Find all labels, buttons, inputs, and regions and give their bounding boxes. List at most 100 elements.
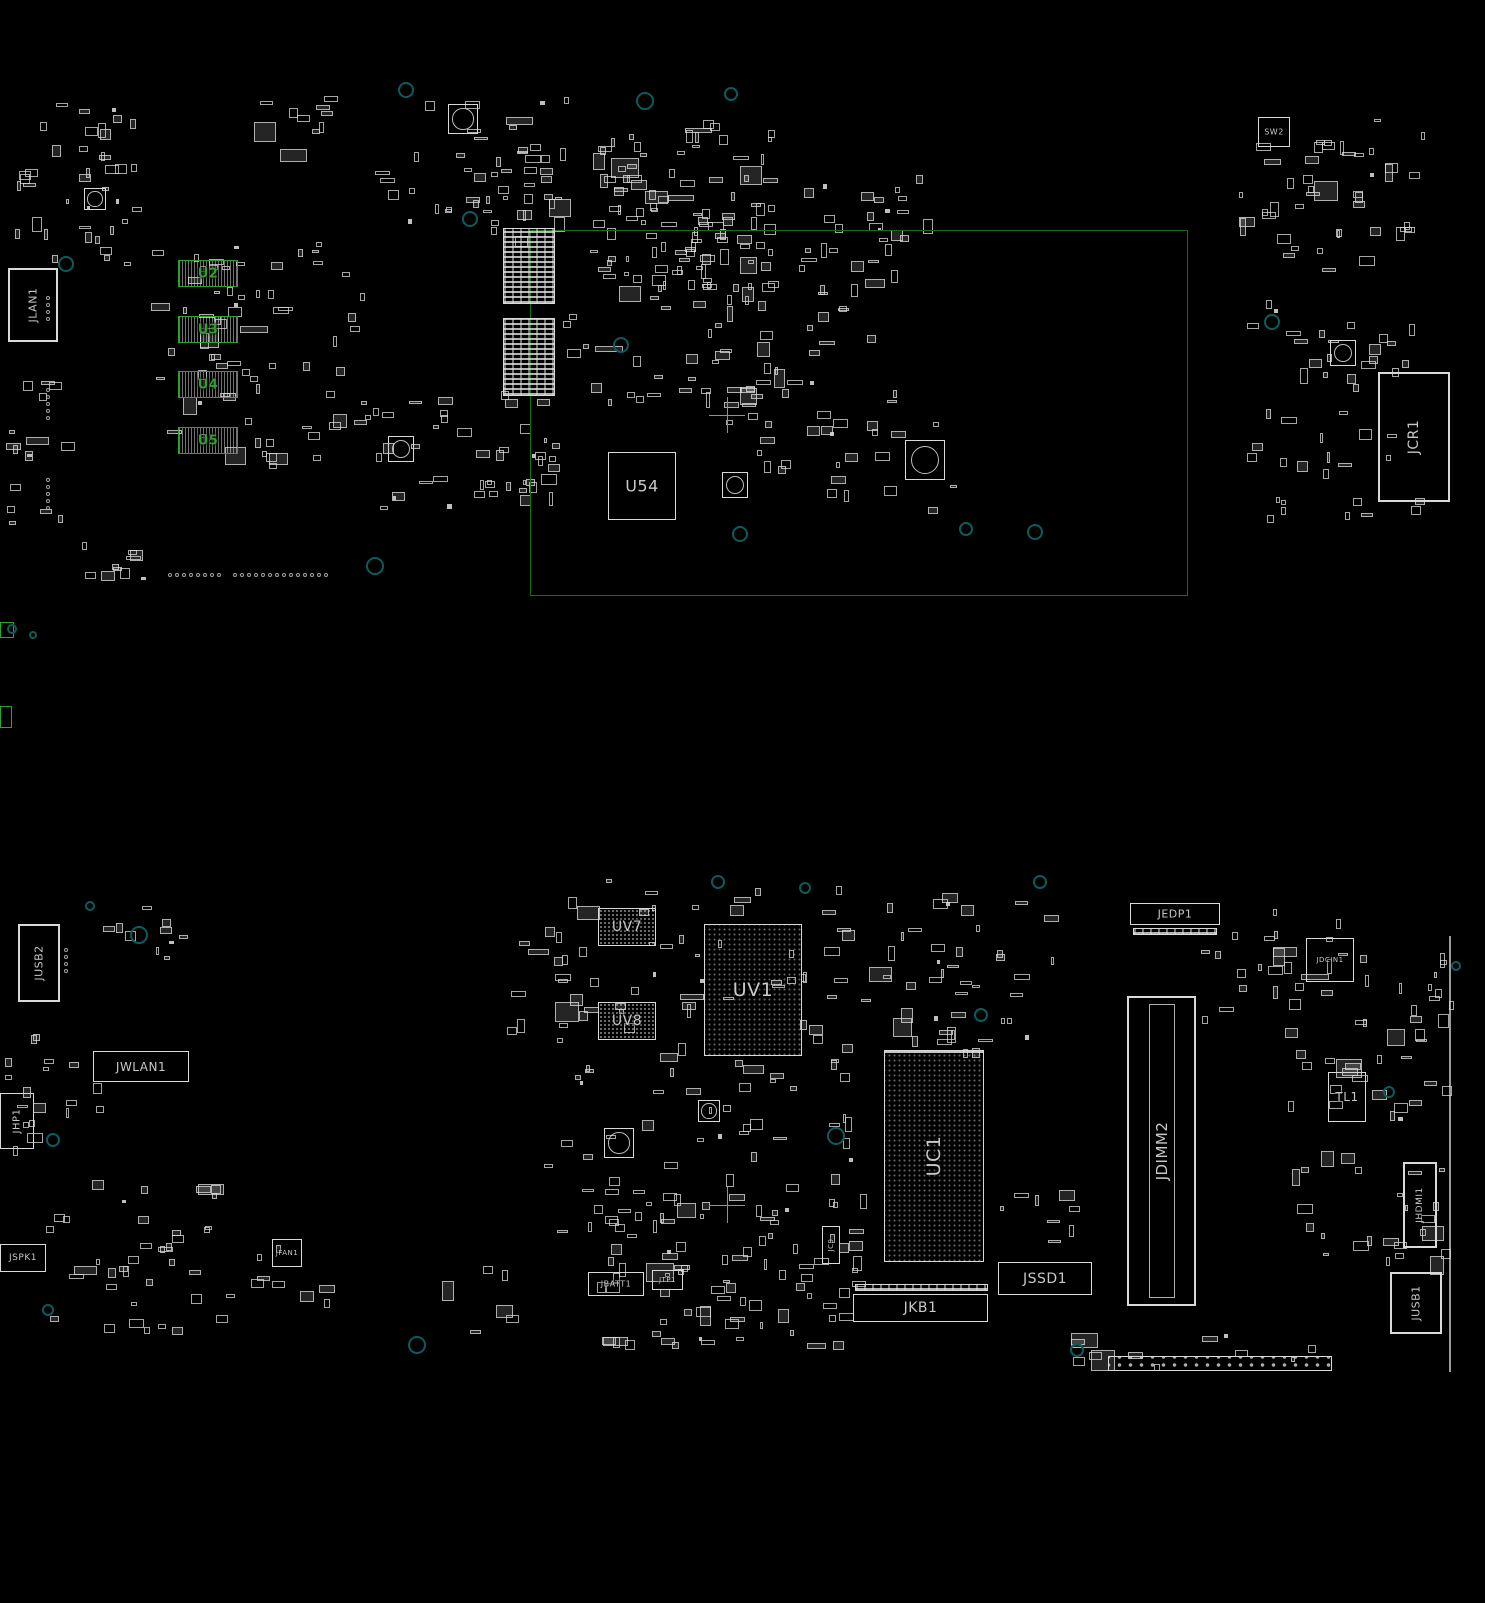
smd-component [179, 934, 188, 939]
component-label: TL1 [1335, 1090, 1359, 1104]
component-jlan1[interactable]: JLAN1 [8, 268, 58, 342]
mounting-hole [130, 926, 148, 944]
smd-component [614, 1223, 625, 1233]
smd-component [873, 197, 885, 203]
smd-component [821, 910, 836, 916]
component-u2[interactable]: U2 [178, 260, 238, 287]
smd-component [104, 1324, 115, 1334]
smd-component [1423, 1080, 1437, 1087]
component-uc1[interactable]: UC1 [884, 1050, 984, 1262]
smd-component [524, 182, 535, 187]
smd-component [1287, 178, 1294, 189]
component-jkb1[interactable]: JKB1 [853, 1294, 988, 1322]
smd-component [1345, 511, 1350, 520]
mounting-hole [1451, 961, 1461, 971]
pad-dot [189, 573, 193, 577]
smd-component [1341, 1153, 1355, 1164]
smd-component [891, 269, 899, 284]
smd-component [720, 228, 727, 240]
component-jdcin1[interactable]: JDCIN1 [1306, 938, 1354, 982]
smd-component [764, 461, 772, 474]
component-jcr1[interactable]: JCR1 [1378, 372, 1450, 502]
smd-component [22, 381, 33, 391]
component-uv7[interactable]: UV7 [598, 908, 656, 946]
smd-component [743, 1123, 751, 1133]
smd-component [751, 216, 758, 231]
component-label: JEDP1 [1157, 907, 1193, 921]
component-jtp1[interactable]: JTP1 [652, 1270, 683, 1290]
component-jssd1[interactable]: JSSD1 [998, 1262, 1092, 1295]
component-jusb2[interactable]: JUSB2 [18, 924, 60, 1002]
smd-component [17, 181, 22, 192]
smd-component [44, 229, 49, 241]
smd-component [332, 335, 338, 347]
component-jwlan1[interactable]: JWLAN1 [93, 1051, 189, 1082]
smd-component [1279, 458, 1287, 467]
smd-component [835, 224, 844, 234]
smd-component [725, 419, 733, 425]
smd-component [868, 259, 880, 264]
component-tl1[interactable]: TL1 [1328, 1072, 1366, 1122]
smd-component [1286, 331, 1301, 337]
smd-component [1402, 359, 1409, 368]
smd-component [342, 271, 350, 278]
smd-component [703, 119, 714, 130]
smd-component [103, 925, 116, 933]
component-uv8[interactable]: UV8 [598, 1002, 656, 1040]
smd-component [723, 1279, 731, 1283]
switch-component [388, 436, 414, 462]
smd-component [1353, 190, 1364, 198]
smd-component [672, 269, 684, 276]
smd-component [195, 1186, 212, 1194]
smd-component [574, 1075, 582, 1080]
smd-component [792, 1243, 798, 1255]
smd-component [324, 96, 339, 103]
smd-component [877, 227, 882, 231]
ring-icon [452, 108, 474, 130]
component-u54[interactable]: U54 [608, 452, 676, 520]
smd-component [1308, 1345, 1317, 1354]
smd-component [645, 891, 658, 895]
smd-component [115, 922, 124, 933]
smd-component [84, 231, 93, 244]
component-uv1[interactable]: UV1 [704, 924, 802, 1056]
smd-component [1400, 227, 1412, 232]
smd-component [693, 227, 699, 236]
smd-component [1351, 1074, 1368, 1082]
smd-component [1258, 964, 1262, 972]
smd-component [772, 1209, 778, 1216]
smd-component [867, 335, 876, 343]
smd-component [1300, 368, 1308, 384]
component-jhdmi1[interactable]: JHDMI1 [1403, 1162, 1437, 1248]
component-jhp1[interactable]: JHP1 [0, 1093, 34, 1149]
smd-component [95, 1105, 105, 1113]
component-jusb1[interactable]: JUSB1 [1390, 1272, 1442, 1334]
smd-component [687, 376, 697, 382]
component-jdimm2[interactable]: JDIMM2 [1127, 996, 1196, 1306]
smd-component [473, 137, 488, 141]
smd-component [867, 421, 878, 431]
component-u5[interactable]: U5 [178, 427, 238, 454]
component-jfan1[interactable]: JFAN1 [272, 1239, 302, 1267]
smd-component [130, 119, 136, 129]
component-sw2[interactable]: SW2 [1258, 117, 1290, 147]
mounting-hole [724, 87, 738, 101]
component-u4[interactable]: U4 [178, 371, 238, 398]
component-u3[interactable]: U3 [178, 316, 238, 343]
smd-component [1335, 919, 1341, 930]
smd-component [622, 174, 631, 183]
component-jedp1[interactable]: JEDP1 [1130, 903, 1220, 925]
smd-component [826, 995, 838, 999]
smd-component [714, 351, 731, 361]
smd-component [769, 1220, 780, 1225]
smd-component [42, 1067, 50, 1071]
smd-component [923, 219, 934, 234]
smd-component [748, 413, 759, 420]
smd-component [684, 246, 696, 252]
component-jbatt1[interactable]: JBATT1 [588, 1272, 644, 1296]
component-jc9[interactable]: JC9 [822, 1226, 840, 1264]
smd-component [808, 1025, 823, 1036]
smd-component [702, 209, 710, 220]
component-jspk1[interactable]: JSPK1 [0, 1244, 46, 1272]
